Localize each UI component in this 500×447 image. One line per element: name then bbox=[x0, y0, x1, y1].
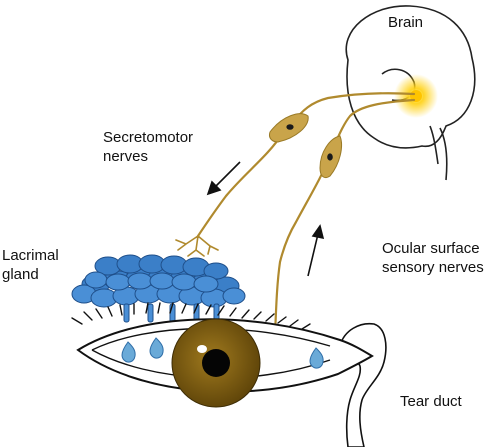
label-brain: Brain bbox=[388, 13, 423, 32]
efferent-arrow bbox=[213, 161, 241, 189]
efferent-arrowhead bbox=[206, 180, 222, 196]
eyelashes bbox=[71, 302, 311, 330]
label-ocular-line1: Ocular surface bbox=[382, 240, 480, 257]
label-secretomotor-line2: nerves bbox=[103, 148, 149, 165]
label-ocular-sensory-nerves: Ocular surface sensory nerves bbox=[382, 239, 484, 277]
afferent-arrowhead bbox=[311, 224, 325, 240]
label-lacrimal-line1: Lacrimal bbox=[2, 247, 59, 264]
label-tear-duct: Tear duct bbox=[400, 392, 462, 411]
label-ocular-line2: sensory nerves bbox=[382, 259, 484, 276]
tear-drops bbox=[121, 337, 324, 369]
secretomotor-nerve-terminals bbox=[175, 235, 219, 257]
lacrimal-gland bbox=[71, 254, 246, 323]
label-lacrimal-gland: Lacrimal gland bbox=[2, 246, 59, 284]
secretomotor-nerve-cell bbox=[269, 113, 309, 143]
sensory-nerve-fiber bbox=[270, 98, 416, 372]
label-tear-duct-text: Tear duct bbox=[400, 393, 462, 410]
pupil bbox=[202, 349, 230, 377]
label-brain-text: Brain bbox=[388, 14, 424, 31]
afferent-arrow bbox=[307, 233, 319, 277]
sensory-nerve-cell bbox=[319, 135, 343, 179]
iris-highlight bbox=[197, 345, 207, 353]
label-secretomotor-line1: Secretomotor bbox=[103, 129, 194, 146]
label-lacrimal-line2: gland bbox=[2, 266, 39, 283]
label-secretomotor-nerves: Secretomotor nerves bbox=[103, 128, 193, 166]
